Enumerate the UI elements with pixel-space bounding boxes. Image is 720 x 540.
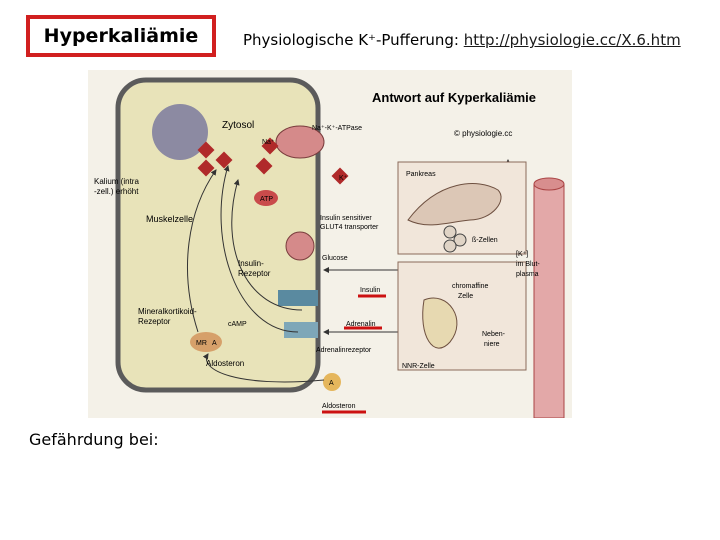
mineralocorticoid-receptor-shape xyxy=(190,332,222,352)
subtitle-text: Physiologische K⁺-Pufferung: xyxy=(243,31,464,49)
blood-label-3: plasma xyxy=(516,271,539,278)
subtitle: Physiologische K⁺-Pufferung: http://phys… xyxy=(243,31,681,49)
na-k-atpase-pump xyxy=(275,125,325,159)
adrenalin-receptor xyxy=(284,322,318,338)
adrenalin-label: Adrenalin xyxy=(346,321,376,328)
copyright-label: © physiologie.cc xyxy=(454,129,512,138)
mineral-receptor-label-2: Rezeptor xyxy=(138,317,171,326)
glucose-label: Glucose xyxy=(322,255,348,262)
nucleus xyxy=(152,104,208,160)
atp-label: ATP xyxy=(260,196,273,203)
aldosterone-molecule xyxy=(323,373,341,391)
blood-label-1: [K⁺] xyxy=(516,251,528,258)
muskelzelle-label: Muskelzelle xyxy=(146,214,193,224)
atp-molecule xyxy=(254,190,278,206)
adrenal-gland-shape xyxy=(422,297,458,349)
na-label: Na⁺ xyxy=(262,139,275,146)
zytosol-label: Zytosol xyxy=(222,120,254,131)
danger-label: Gefährdung bei: xyxy=(29,430,159,449)
kalium-label-1: Kalium (intra xyxy=(94,177,139,186)
hyperkalemia-figure: Antwort auf Kyperkaliämie © physiologie.… xyxy=(88,70,572,419)
source-link[interactable]: http://physiologie.cc/X.6.htm xyxy=(463,31,681,49)
insulin-receptor-label-1: Insulin- xyxy=(238,259,264,268)
insulin-receptor-label-2: Rezeptor xyxy=(238,269,271,278)
a-label-inner: A xyxy=(212,340,217,347)
k-label: K⁺ xyxy=(339,175,348,182)
kalium-label-2: -zell.) erhöht xyxy=(94,187,139,196)
chromaffine-label-1: chromaffine xyxy=(452,283,489,290)
nnr-cell-label: NNR-Zelle xyxy=(402,363,435,370)
beta-cells xyxy=(443,225,467,253)
blood-label-2: im Blut- xyxy=(516,261,540,268)
adrenalin-receptor-label: Adrenalinrezeptor xyxy=(316,347,372,354)
pancreas-shape xyxy=(407,183,502,226)
chromaffine-label-2: Zelle xyxy=(458,293,473,300)
mineral-receptor-label-1: Mineralkortikoid- xyxy=(138,307,197,316)
adrenal-panel xyxy=(397,261,527,371)
blood-vessel xyxy=(533,183,565,419)
blood-vessel-top xyxy=(533,177,565,191)
glut4-transporter xyxy=(285,231,315,261)
mr-label: MR xyxy=(196,340,207,347)
insulin-sensitive-label-1: Insulin sensitiver xyxy=(320,215,372,222)
slide-title: Hyperkaliämie xyxy=(43,25,199,47)
insulin-label: Insulin xyxy=(360,287,380,294)
red-underlines xyxy=(322,294,386,414)
pump-label: Na⁺-K⁺-ATPase xyxy=(312,125,362,132)
beta-cells-label: ß-Zellen xyxy=(472,237,498,244)
muscle-cell xyxy=(115,77,321,393)
nebenniere-label-2: niere xyxy=(484,341,500,348)
figure-heading: Antwort auf Kyperkaliämie xyxy=(372,90,536,105)
aldosteron-inner-label: Aldosteron xyxy=(206,359,244,368)
pankreas-label: Pankreas xyxy=(406,171,436,178)
insulin-receptor xyxy=(278,290,318,306)
aldosteron-label: Aldosteron xyxy=(322,403,356,410)
nebenniere-label-1: Neben- xyxy=(482,331,506,338)
insulin-sensitive-label-2: GLUT4 transporter xyxy=(320,224,379,231)
title-box: Hyperkaliämie xyxy=(26,15,216,57)
signal-arrows xyxy=(187,159,511,383)
a-label-outer: A xyxy=(329,380,334,387)
camp-label: cAMP xyxy=(228,321,247,328)
